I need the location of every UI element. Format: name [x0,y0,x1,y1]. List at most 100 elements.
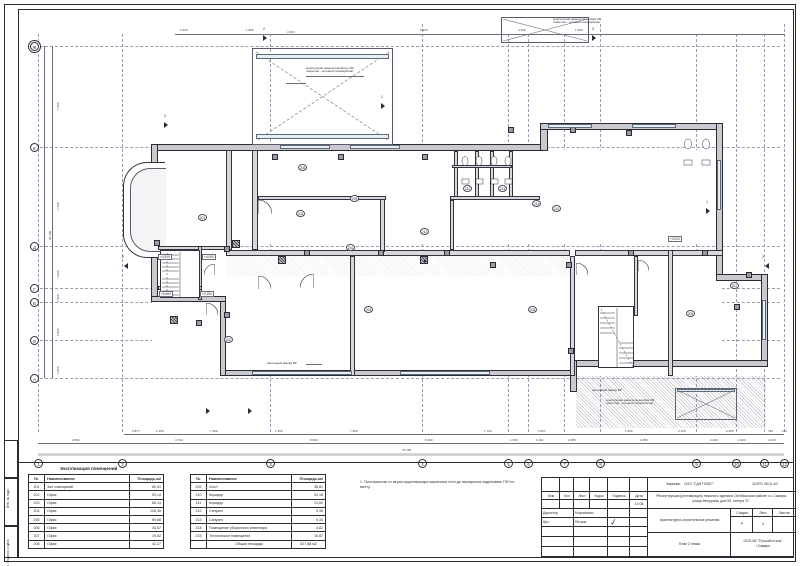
level-mark: +4.150 [200,291,214,297]
dimension-value: 3 240 [180,28,188,32]
dimension-line-bottom-upper [124,434,784,435]
room-tag: 204 [364,306,373,313]
cell-room-number: 214 [190,523,207,533]
door-swing [637,258,650,272]
interior-wall [668,250,673,376]
grid-bubble-a: А [30,374,39,383]
dimension-value: 1 720 [484,429,492,433]
grid-bubble-d: Д [30,242,39,251]
cell-room-name: Офис [44,523,130,533]
table-header-row: № Наименование Площадь,м2 [190,473,326,484]
interior-wall [634,256,638,316]
tb-label: Подпись [612,493,626,498]
tb-name-arch: Петров [574,518,608,527]
tb-name-director: Моргаченко [574,509,608,518]
grid-bubble-g: Г [30,284,39,293]
tb-object-row: Реконструкция (реставрация) нежилого зда… [648,492,795,509]
room-tag: 211 [420,228,429,235]
tb-doc-code: 110/РС 08.01 АС [752,482,779,486]
ann-canopy-left: конструкции навеса разобрать КМ покрытие… [306,66,354,74]
tb-organisation-line2: г.Самара [755,544,771,548]
dimension-value: 1 680 [640,438,648,442]
cell-room-number [190,539,207,549]
tb-date: 10.08 [634,502,644,506]
cell-room-number: 213 [190,514,207,525]
door-swing [299,273,315,289]
tb-cell [542,547,574,557]
tb-cell [630,547,648,557]
cell-room-name: Офис [44,514,130,525]
section-arrow-label: 3 [592,27,594,31]
tb-drawing-name: План 2 этажа [678,542,701,546]
table-header-row: № Наименование Площадь,м2 [28,473,164,484]
grid-axis-line [736,34,737,432]
cell-room-number: 201 [28,482,45,492]
column [272,154,278,160]
grid-axis-line [764,34,765,432]
grid-bubble-v: В [30,298,39,307]
dimension-value: 2 400 [710,438,718,442]
grid-bubble-10: 10 [732,459,741,468]
interior-wall [575,250,723,256]
room-area [152,150,722,244]
column [224,246,230,252]
door-swing [575,262,589,276]
tb-cell [574,537,608,547]
tb-col-header-data: Дата [630,492,648,500]
tb-role-label: Директор [543,511,558,515]
grid-axis-line [30,46,780,47]
interior-wall [226,150,232,250]
cell-room-area: 9,38 [291,506,326,516]
interior-wall [452,165,512,168]
cell-room-name: Санузел [206,506,292,516]
col-header-num: № [28,473,45,484]
tb-organisation-line1: ООО АБ "Русский стиль" [743,539,783,543]
tb-label: Лист [759,510,767,515]
leader-line [306,364,322,365]
room-tag: 215 [552,205,561,212]
tb-cell [574,527,608,537]
section-arrow-label: 3 [164,114,166,118]
tb-col-header-list: Лист [574,492,590,500]
column [444,250,450,256]
tb-sheets-header: Листов [773,509,795,517]
cell-room-area: 16,87 [291,531,326,541]
window-glazing [548,124,592,128]
room-tag: 208 [298,164,307,171]
grid-bubble-8: 8 [596,459,605,468]
section-arrow [164,122,168,128]
cell-room-number: 207 [28,531,45,541]
window-glazing [717,160,721,210]
interior-wall [490,151,494,197]
column [568,348,574,354]
window-glazing [350,145,400,149]
level-mark: +4.500 [158,254,172,260]
level-mark: +4.000 [202,254,216,260]
dimension-value: 2 800 [56,366,60,374]
explication-title: Экспликация помещений [60,466,118,471]
col-header-area: Площадь,м2 [129,473,164,484]
dimension-value: 6 465 [726,429,734,433]
grid-bubble-11: 11 [760,459,769,468]
cell-room-area: 19,62 [129,531,164,541]
section-arrow [592,35,596,41]
tb-cell [608,527,630,537]
section-arrow [263,35,267,41]
col-header-num: № [190,473,207,484]
tb-role-name: Петров [575,520,587,524]
canopy-left-outline [252,48,393,145]
cell-room-area: 66,14 [129,498,164,508]
cell-room-area: 9,34 [291,514,326,525]
wc-group [458,153,516,195]
margin-stamp-label: Взам. инв. № [6,559,10,566]
room-tag: 212 [463,185,472,192]
tb-cell [574,500,590,509]
section-arrow-label: 2 [762,255,764,259]
dimension-value: 2 800 [56,328,60,336]
